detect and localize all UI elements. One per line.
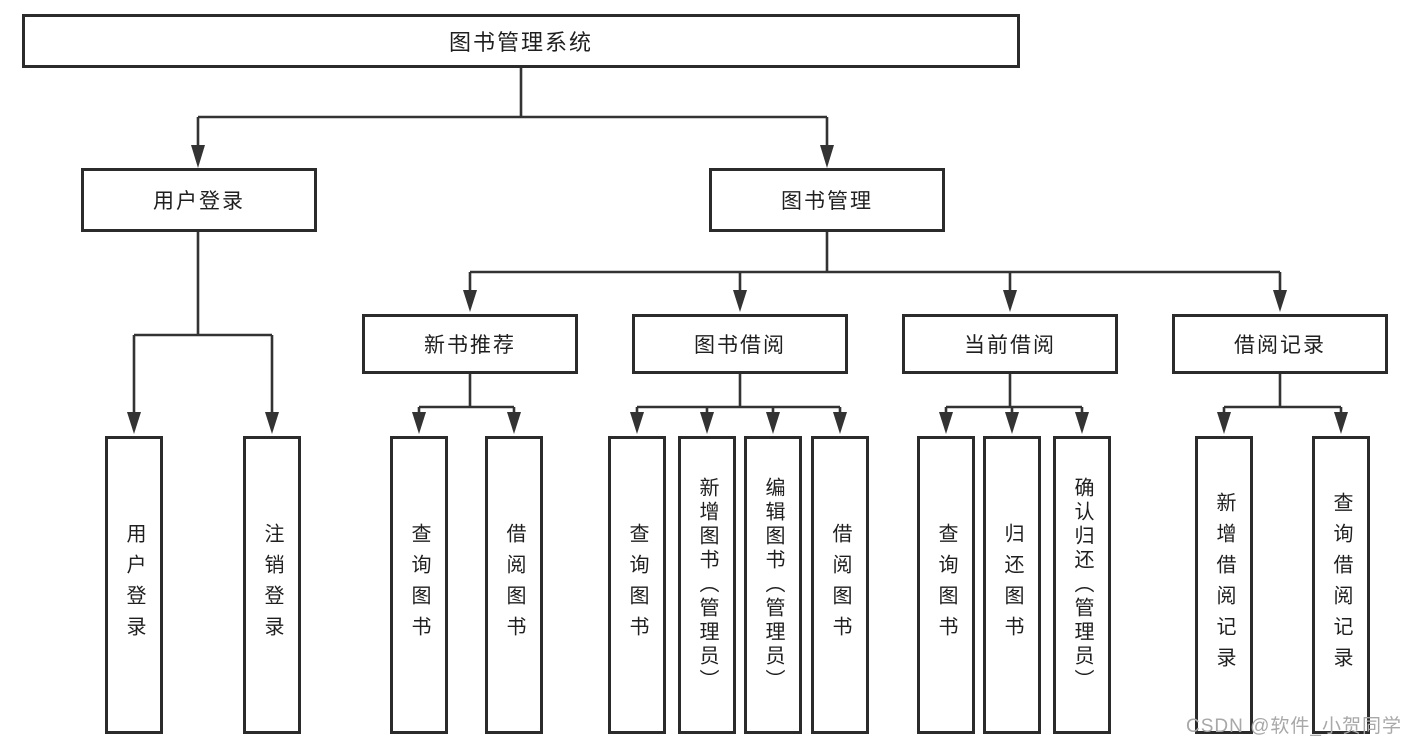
leaf-bb-borrow-books-label: 借阅图书 <box>829 523 851 647</box>
node-borrowing-records: 借阅记录 <box>1172 314 1388 374</box>
leaf-br-add-record-label: 新增借阅记录 <box>1213 492 1235 678</box>
leaf-bb-query-books: 查询图书 <box>608 436 666 734</box>
leaf-cb-confirm-return-admin: 确认归还（管理员） <box>1053 436 1111 734</box>
leaf-cb-return-books-label: 归还图书 <box>1001 523 1023 647</box>
leaf-bb-add-books-admin: 新增图书（管理员） <box>678 436 736 734</box>
leaf-logout-label: 注销登录 <box>261 523 283 647</box>
node-new-book-recommend-label: 新书推荐 <box>424 334 516 357</box>
node-book-management-label: 图书管理 <box>781 190 873 213</box>
leaf-br-query-record-label: 查询借阅记录 <box>1330 492 1352 678</box>
node-new-book-recommend: 新书推荐 <box>362 314 578 374</box>
leaf-user-login: 用户登录 <box>105 436 163 734</box>
leaf-nbr-query-books: 查询图书 <box>390 436 448 734</box>
leaf-bb-edit-books-admin-label: 编辑图书（管理员） <box>762 477 784 693</box>
leaf-br-add-record: 新增借阅记录 <box>1195 436 1253 734</box>
leaf-bb-edit-books-admin: 编辑图书（管理员） <box>744 436 802 734</box>
leaf-br-query-record: 查询借阅记录 <box>1312 436 1370 734</box>
leaf-cb-query-books-label: 查询图书 <box>935 523 957 647</box>
leaf-nbr-borrow-books-label: 借阅图书 <box>503 523 525 647</box>
node-book-borrowing: 图书借阅 <box>632 314 848 374</box>
csdn-watermark: CSDN @软件_小贺同学 <box>1186 716 1402 737</box>
tree-edges <box>132 68 1343 414</box>
node-user-login-label: 用户登录 <box>153 190 245 213</box>
node-root-label: 图书管理系统 <box>448 30 593 55</box>
node-user-login: 用户登录 <box>81 168 317 232</box>
leaf-cb-query-books: 查询图书 <box>917 436 975 734</box>
node-root: 图书管理系统 <box>22 14 1020 68</box>
leaf-nbr-borrow-books: 借阅图书 <box>485 436 543 734</box>
leaf-user-login-label: 用户登录 <box>123 523 145 647</box>
leaf-nbr-query-books-label: 查询图书 <box>408 523 430 647</box>
node-borrowing-records-label: 借阅记录 <box>1234 334 1326 357</box>
leaf-bb-borrow-books: 借阅图书 <box>811 436 869 734</box>
leaf-cb-return-books: 归还图书 <box>983 436 1041 734</box>
arrowheads <box>127 145 1348 434</box>
node-book-borrowing-label: 图书借阅 <box>694 334 786 357</box>
leaf-bb-query-books-label: 查询图书 <box>626 523 648 647</box>
node-current-borrowing-label: 当前借阅 <box>964 334 1056 357</box>
leaf-bb-add-books-admin-label: 新增图书（管理员） <box>696 477 718 693</box>
leaf-logout: 注销登录 <box>243 436 301 734</box>
node-current-borrowing: 当前借阅 <box>902 314 1118 374</box>
node-book-management: 图书管理 <box>709 168 945 232</box>
leaf-cb-confirm-return-admin-label: 确认归还（管理员） <box>1071 477 1093 693</box>
